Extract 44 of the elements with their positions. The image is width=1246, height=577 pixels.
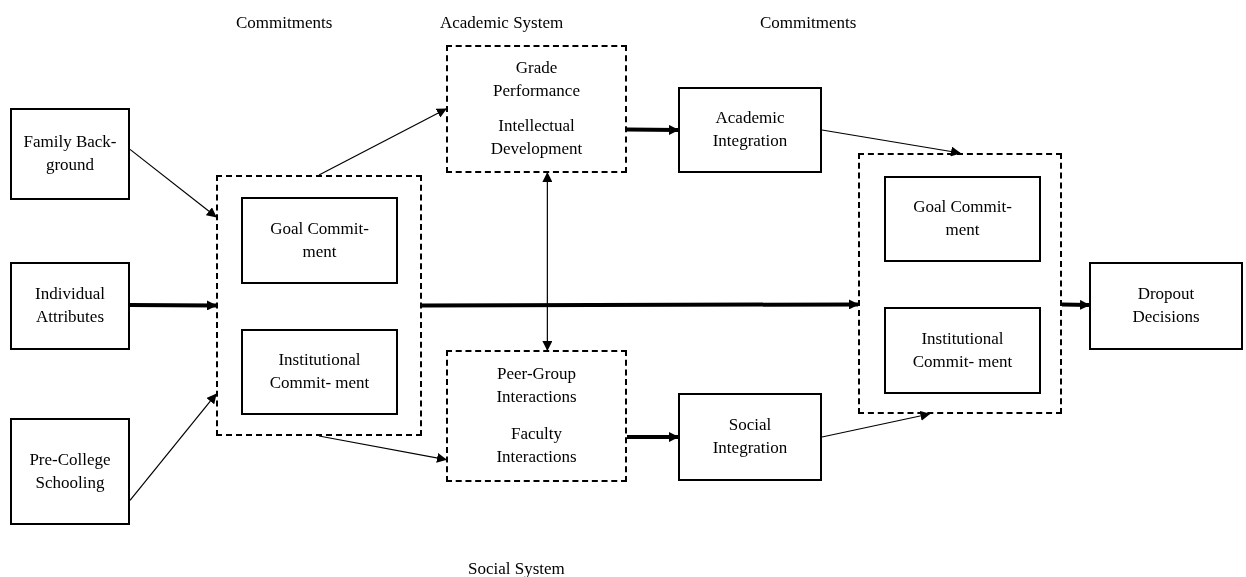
process-box [884, 307, 1041, 394]
process-box [241, 329, 398, 415]
dashed-group-box [858, 153, 1062, 414]
process-box [241, 197, 398, 284]
node-text: Goal Commit- ment [269, 217, 370, 263]
node-text: Family Back- ground [22, 131, 118, 176]
process-box [10, 418, 130, 525]
arrow [129, 148, 217, 218]
node-text: Academic Integration [711, 107, 789, 152]
node-text: Institutional Commit- ment [268, 349, 371, 394]
node-text: Social Integration [711, 414, 789, 459]
section-heading: Academic System [440, 12, 564, 34]
section-heading: Social System [468, 558, 565, 577]
section-heading: Commitments [236, 12, 333, 34]
arrow [1061, 299, 1090, 310]
arrow [821, 129, 961, 157]
node-text: Individual Attributes [34, 283, 106, 328]
arrow [542, 172, 553, 351]
dashed-group-box [216, 175, 422, 436]
node-text: Dropout Decisions [1131, 283, 1201, 328]
arrow [422, 299, 859, 310]
node-text: Faculty Interactions [495, 423, 578, 468]
process-box [678, 393, 822, 481]
process-box [10, 108, 130, 200]
dashed-group-box [446, 45, 627, 173]
arrow [821, 411, 931, 438]
arrow [318, 435, 447, 463]
process-box [884, 176, 1041, 262]
process-box [678, 87, 822, 173]
arrow [318, 108, 447, 176]
arrow [626, 124, 679, 135]
node-text: Institutional Commit- ment [911, 327, 1014, 373]
node-text: Grade Performance [492, 57, 581, 102]
process-box [10, 262, 130, 350]
arrow [627, 432, 679, 442]
node-text: Intellectual Development [489, 115, 584, 160]
process-box [1089, 262, 1243, 350]
section-heading: Commitments [760, 12, 857, 34]
node-text: Goal Commit- ment [912, 196, 1013, 241]
arrow [130, 300, 217, 311]
node-text: Peer-Group Interactions [495, 363, 578, 408]
dashed-group-box [446, 350, 627, 482]
node-text: Pre-College Schooling [28, 448, 112, 494]
arrow [129, 393, 217, 501]
